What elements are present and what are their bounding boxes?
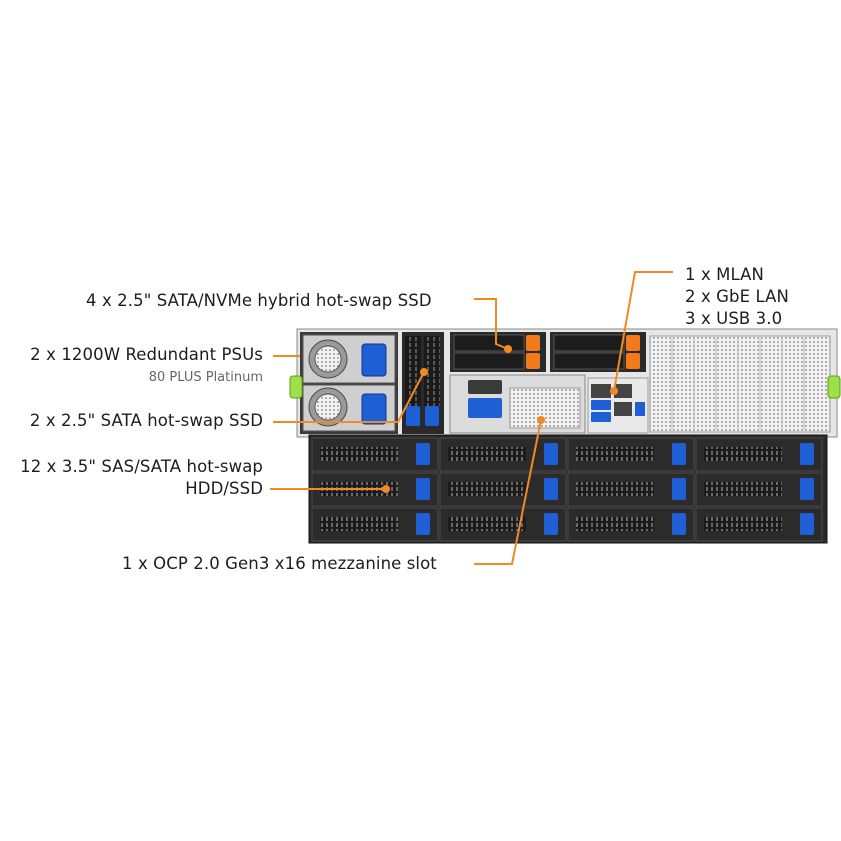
psu-2: [302, 384, 396, 432]
psu-label: 2 x 1200W Redundant PSUs: [30, 345, 263, 364]
hdd-tray[interactable]: [311, 437, 439, 472]
hdd-tray[interactable]: [567, 507, 695, 542]
vga-port: [468, 398, 502, 418]
io-label-mlan: 1 x MLAN: [685, 265, 764, 284]
hdd-latch[interactable]: [672, 513, 686, 535]
hdd-latch[interactable]: [672, 443, 686, 465]
hdd-tray[interactable]: [567, 437, 695, 472]
hdd-grid: [311, 437, 823, 542]
io-ports: [587, 377, 649, 434]
hdd-latch[interactable]: [544, 478, 558, 500]
hdd-tray[interactable]: [567, 472, 695, 507]
hdd-tray[interactable]: [695, 437, 823, 472]
rear-ssd-label: 4 x 2.5" SATA/NVMe hybrid hot-swap SSD: [86, 291, 432, 310]
rear-chassis: [289, 328, 841, 438]
io-label-lan: 2 x GbE LAN: [685, 287, 789, 306]
psu-sublabel: 80 PLUS Platinum: [148, 370, 263, 385]
sata-ssd-label: 2 x 2.5" SATA hot-swap SSD: [29, 411, 263, 430]
hdd-label-line1: 12 x 3.5" SAS/SATA hot-swap: [20, 457, 263, 476]
hdd-tray[interactable]: [439, 472, 567, 507]
hdd-latch[interactable]: [544, 443, 558, 465]
callout-dots: [382, 345, 618, 493]
ocp-label: 1 x OCP 2.0 Gen3 x16 mezzanine slot: [122, 554, 437, 573]
hdd-tray[interactable]: [311, 507, 439, 542]
hdd-latch[interactable]: [416, 513, 430, 535]
pcie-slot-area: [649, 335, 831, 433]
hdd-tray[interactable]: [695, 472, 823, 507]
hdd-tray[interactable]: [439, 507, 567, 542]
hdd-label-line2: HDD/SSD: [185, 479, 263, 498]
right-handle[interactable]: [827, 375, 841, 399]
ocp-slot: [509, 387, 581, 429]
hdd-latch[interactable]: [544, 513, 558, 535]
io-label-usb: 3 x USB 3.0: [685, 309, 783, 328]
hdd-latch[interactable]: [800, 513, 814, 535]
hdd-latch[interactable]: [416, 478, 430, 500]
hdd-latch[interactable]: [800, 443, 814, 465]
hdd-tray[interactable]: [439, 437, 567, 472]
hdd-latch[interactable]: [416, 443, 430, 465]
hdd-latch[interactable]: [672, 478, 686, 500]
callout-lines: [270, 271, 673, 565]
left-handle[interactable]: [289, 375, 303, 399]
hdd-latch[interactable]: [800, 478, 814, 500]
hdd-tray[interactable]: [695, 507, 823, 542]
serial-port: [468, 380, 502, 394]
psu-1: [302, 334, 396, 384]
rear-ssd-bays: [450, 332, 646, 372]
